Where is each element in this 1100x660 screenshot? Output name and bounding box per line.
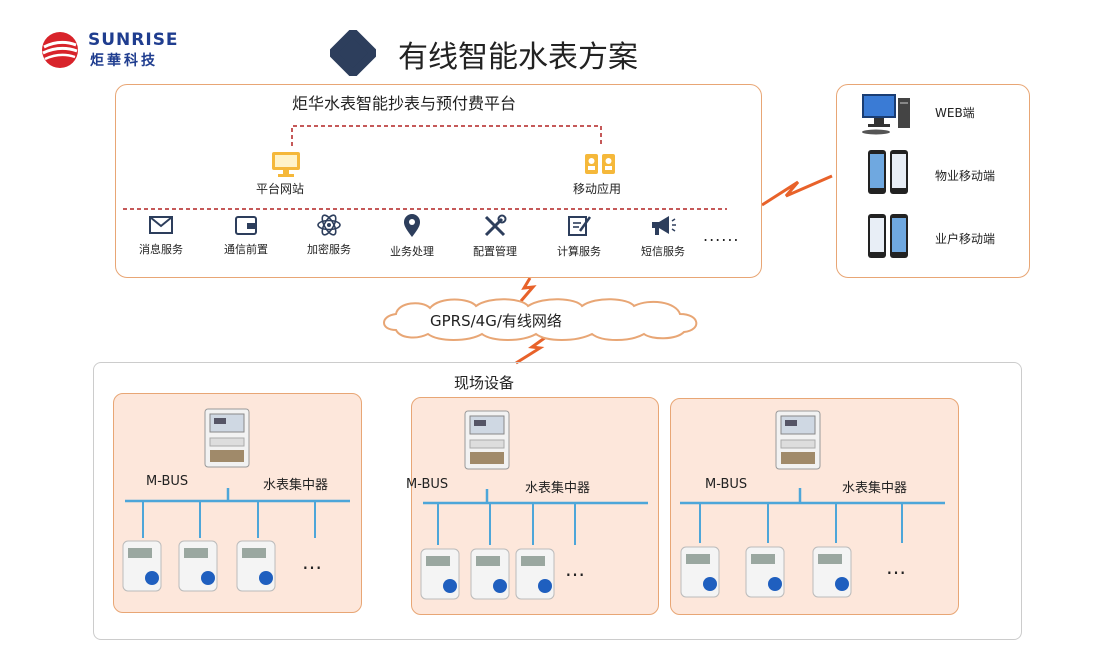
brand-logo xyxy=(38,30,82,70)
brand-name-cn: 炬華科技 xyxy=(90,53,158,69)
field-panel xyxy=(93,362,1022,640)
resident-mobile-icon xyxy=(866,212,910,264)
platform-website-icon xyxy=(270,150,302,182)
brand-name-en: SUNRISE xyxy=(88,30,179,50)
lightning-cloud-field xyxy=(515,335,547,365)
envelope-icon xyxy=(149,216,173,234)
lightning-platform-cloud xyxy=(519,277,537,302)
service-config: 配置管理 xyxy=(455,213,535,259)
web-client-icon xyxy=(860,92,912,140)
wallet-icon xyxy=(235,216,257,235)
water-meter-icon xyxy=(236,540,276,596)
bus-label: M-BUS xyxy=(146,474,189,489)
mobile-app-icon xyxy=(583,150,617,182)
client-label-web: WEB端 xyxy=(935,106,975,120)
platform-panel xyxy=(115,84,762,278)
concentrator-icon xyxy=(204,408,250,472)
water-meter-icon xyxy=(470,548,510,604)
title-bullet-icon xyxy=(328,28,378,78)
service-label: 加密服务 xyxy=(307,243,351,256)
service-compute: 计算服务 xyxy=(539,213,619,259)
bus-label: M-BUS xyxy=(406,477,449,492)
service-label: 消息服务 xyxy=(139,243,183,256)
water-meter-icon xyxy=(178,540,218,596)
service-comm-front: 通信前置 xyxy=(206,213,286,257)
property-mobile-icon xyxy=(866,148,910,200)
lightning-platform-clients xyxy=(761,174,833,207)
meters-more: … xyxy=(886,555,907,579)
service-label: 通信前置 xyxy=(224,243,268,256)
mobile-app-label: 移动应用 xyxy=(573,182,622,196)
location-pin-icon xyxy=(404,214,420,237)
network-cloud xyxy=(376,294,706,346)
concentrator-icon xyxy=(464,410,510,474)
water-meter-icon xyxy=(122,540,162,596)
service-label: 配置管理 xyxy=(473,245,517,258)
meters-more: … xyxy=(565,557,586,581)
service-label: 短信服务 xyxy=(641,245,685,258)
platform-website-label: 平台网站 xyxy=(256,182,305,196)
megaphone-icon xyxy=(652,216,676,235)
concentrator-label: 水表集中器 xyxy=(842,481,908,496)
client-label-resident: 业户移动端 xyxy=(935,232,996,246)
water-meter-icon xyxy=(680,546,720,602)
cloud-icon xyxy=(383,298,698,341)
network-label: GPRS/4G/有线网络 xyxy=(430,312,562,330)
concentrator-icon xyxy=(775,410,821,474)
service-encryption: 加密服务 xyxy=(289,213,369,257)
water-meter-icon xyxy=(515,548,555,604)
field-title: 现场设备 xyxy=(454,374,515,392)
service-business: 业务处理 xyxy=(372,213,452,259)
platform-title: 炬华水表智能抄表与预付费平台 xyxy=(292,94,517,113)
page-title: 有线智能水表方案 xyxy=(398,40,638,75)
atom-icon xyxy=(317,214,341,236)
water-meter-icon xyxy=(812,546,852,602)
service-label: 业务处理 xyxy=(390,245,434,258)
service-sms: 短信服务 xyxy=(623,213,703,259)
service-label: 计算服务 xyxy=(557,245,601,258)
tools-icon xyxy=(484,214,507,237)
meters-more: … xyxy=(302,550,323,574)
client-label-property: 物业移动端 xyxy=(935,169,996,183)
concentrator-label: 水表集中器 xyxy=(263,478,329,493)
desktop-computer-icon xyxy=(862,94,910,135)
water-meter-icon xyxy=(420,548,460,604)
smartphone-icon xyxy=(868,214,908,258)
services-more: ...... xyxy=(703,226,740,245)
service-message: 消息服务 xyxy=(121,213,201,257)
platform-dashed-lines xyxy=(123,125,727,210)
sunrise-logo-icon xyxy=(42,32,78,68)
edit-document-icon xyxy=(568,216,592,236)
concentrator-label: 水表集中器 xyxy=(525,481,591,496)
water-meter-icon xyxy=(745,546,785,602)
bus-label: M-BUS xyxy=(705,477,748,492)
smartphone-icon xyxy=(868,150,908,194)
